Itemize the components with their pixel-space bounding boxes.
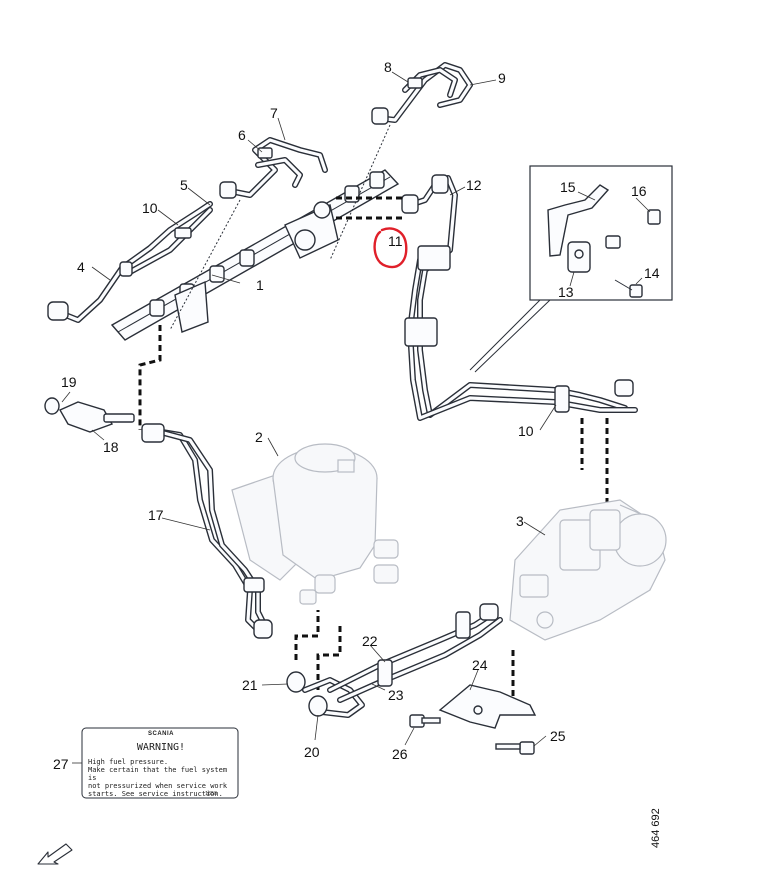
callout-labels: 1 2 3 4 5 6 7 8 9 10 11 12 13 14 15 16 1… bbox=[53, 59, 660, 772]
callout-7: 7 bbox=[270, 105, 278, 121]
warning-line: starts. See service instruction. bbox=[88, 790, 223, 798]
return-hose bbox=[44, 397, 273, 639]
warning-label-frame bbox=[81, 727, 239, 799]
callout-24: 24 bbox=[472, 657, 488, 673]
rail-feed-pipe bbox=[401, 174, 638, 421]
callout-9: 9 bbox=[498, 70, 506, 86]
callout-13: 13 bbox=[558, 284, 574, 300]
warning-text: High fuel pressure. Make certain that th… bbox=[88, 758, 238, 798]
callout-8: 8 bbox=[384, 59, 392, 75]
callout-14: 14 bbox=[644, 265, 660, 281]
callout-6: 6 bbox=[238, 127, 246, 143]
fuel-filter bbox=[231, 443, 399, 605]
callout-2: 2 bbox=[255, 429, 263, 445]
fuel-rail bbox=[110, 169, 400, 341]
callout-20: 20 bbox=[304, 744, 320, 760]
callout-12: 12 bbox=[466, 177, 482, 193]
routing-lines bbox=[138, 196, 609, 705]
drawing-number: 464 692 bbox=[650, 808, 662, 848]
callout-23: 23 bbox=[388, 687, 404, 703]
warning-code: 1858 bbox=[205, 791, 218, 797]
leader-lines bbox=[61, 71, 651, 764]
callout-25: 25 bbox=[550, 728, 566, 744]
high-pressure-pump bbox=[509, 499, 667, 641]
injector-pipes bbox=[47, 62, 473, 331]
warning-line: Make certain that the fuel system is bbox=[88, 766, 228, 782]
callout-18: 18 bbox=[103, 439, 119, 455]
warning-line: not pressurized when service work bbox=[88, 782, 228, 790]
warning-title: WARNING! bbox=[136, 742, 186, 753]
callout-10-lower: 10 bbox=[518, 423, 534, 439]
warning-line: High fuel pressure. bbox=[88, 758, 169, 766]
callout-3: 3 bbox=[516, 513, 524, 529]
callout-19: 19 bbox=[61, 374, 77, 390]
arrow-icon bbox=[37, 843, 73, 865]
callout-26: 26 bbox=[392, 746, 408, 762]
clamp-detail-inset bbox=[469, 165, 673, 373]
highlight-circle bbox=[373, 227, 408, 269]
callout-1: 1 bbox=[256, 277, 264, 293]
callout-27: 27 bbox=[53, 756, 69, 772]
warning-brand: SCANIA bbox=[147, 731, 174, 737]
callout-10: 10 bbox=[142, 200, 158, 216]
pump-pipes bbox=[286, 603, 503, 718]
callout-16: 16 bbox=[631, 183, 647, 199]
callout-5: 5 bbox=[180, 177, 188, 193]
callout-22: 22 bbox=[362, 633, 378, 649]
callout-4: 4 bbox=[77, 259, 85, 275]
pump-bracket bbox=[409, 684, 537, 755]
callout-15: 15 bbox=[560, 179, 576, 195]
callout-17: 17 bbox=[148, 507, 164, 523]
callout-21: 21 bbox=[242, 677, 258, 693]
callout-11: 11 bbox=[388, 233, 403, 249]
